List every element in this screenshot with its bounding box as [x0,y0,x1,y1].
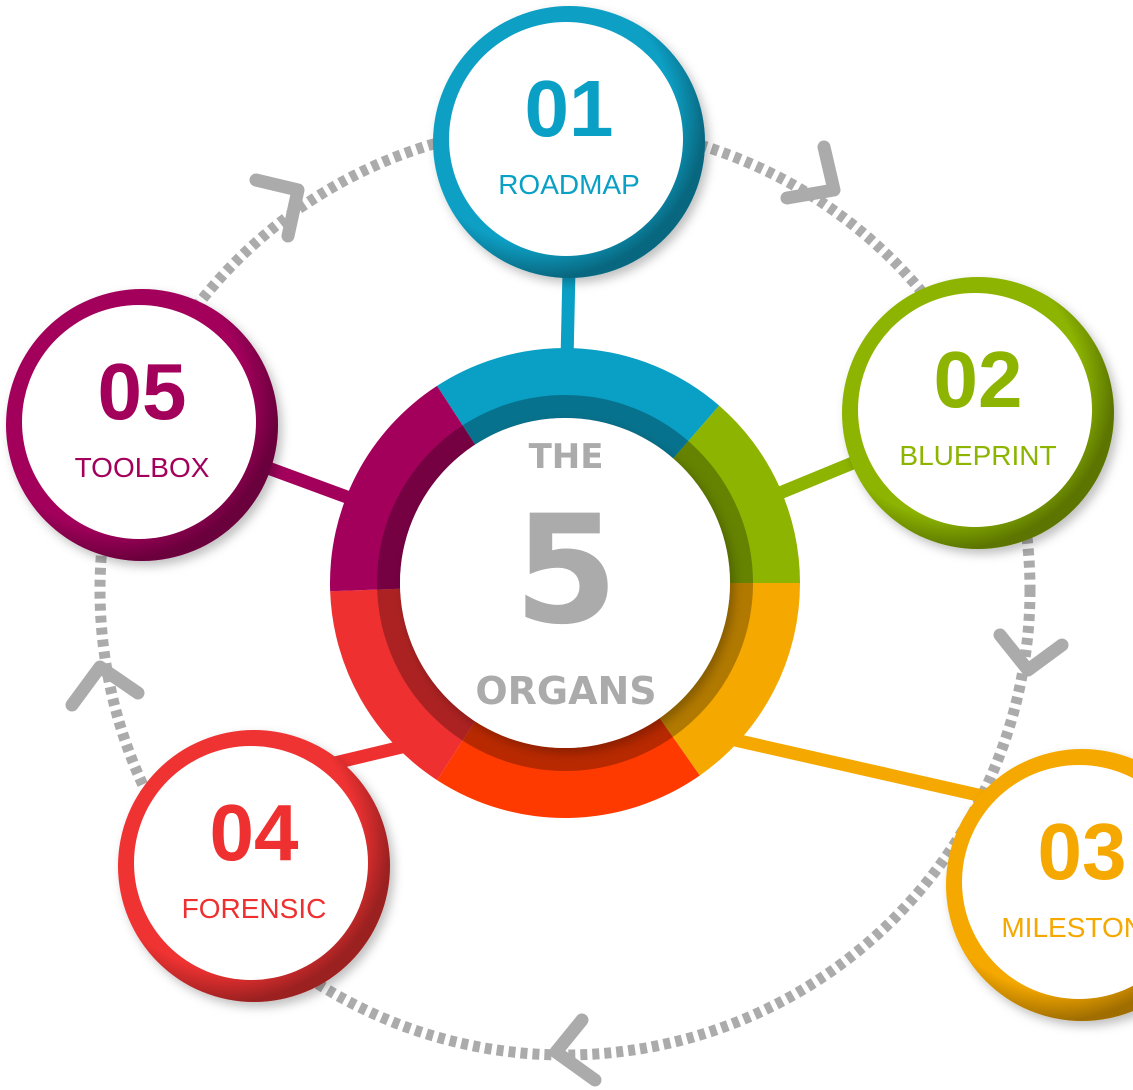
organ-disc [449,22,683,256]
arrow-chevron-icon [249,173,305,243]
organ-disc [134,746,368,980]
center-title-organs: ORGANS [475,669,656,713]
center-disc [400,418,730,748]
organ-node-05: 05 TOOLBOX [6,289,278,561]
connector-03 [733,733,1002,807]
arrow-chevron-icon [993,628,1069,677]
ring-inner-shadow-band [377,395,753,771]
ring-segment-green [673,405,800,583]
connector-01 [560,269,576,361]
organ-disc [962,765,1133,999]
center-title-number: 5 [514,484,618,658]
connector-02 [772,453,863,502]
organ-number: 03 [1038,807,1127,896]
organ-number: 05 [98,347,187,436]
organ-disc [858,293,1092,527]
organ-label: FORENSIC [182,893,327,924]
organ-node-02: 02 BLUEPRINT [842,277,1114,549]
arrow-chevron-icon [65,660,145,712]
center-title-the: THE [529,437,604,477]
organ-node-01: 01 ROADMAP [433,6,705,278]
organ-label: MILESTONE [1001,912,1133,943]
ring-segment-redorange [437,718,700,818]
organ-number: 01 [525,64,614,153]
ring-segment-magenta [330,385,476,592]
ring-segment-orange [659,583,800,776]
cycle-arrows [65,140,1069,1087]
arrow-chevron-icon [549,1013,602,1087]
connector-05 [257,458,358,507]
organ-label: ROADMAP [498,169,640,200]
ring-segment-red [330,588,476,781]
organ-node-03: 03 MILESTONE [946,749,1133,1021]
organ-number: 04 [210,788,299,877]
ring-segment-blue [437,347,720,459]
organ-node-04: 04 FORENSIC [118,730,390,1002]
organ-nodes: 01 ROADMAP 02 BLUEPRINT 03 MILESTONE 04 … [6,6,1133,1021]
organ-number: 02 [934,335,1023,424]
organ-disc [22,305,256,539]
organ-label: BLUEPRINT [899,440,1056,471]
center-ring [330,347,800,818]
arrow-chevron-icon [780,140,841,205]
organ-label: TOOLBOX [75,452,210,483]
